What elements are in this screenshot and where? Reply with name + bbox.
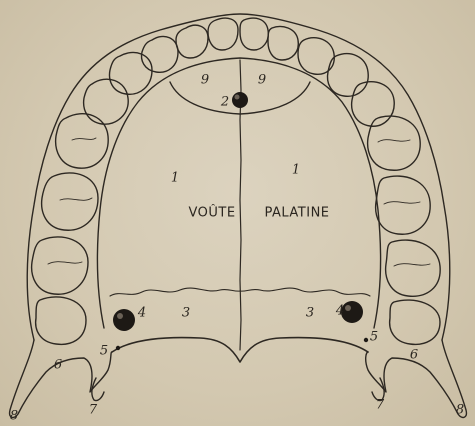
tooth-molar2-left [42,173,98,230]
tooth-premolar2-right [352,82,395,127]
label-1-right: 1 [292,164,300,177]
tooth-central-incisor-left [208,18,238,50]
label-1-left: 1 [171,172,179,185]
label-8-left: 8 [10,410,18,423]
molar-groove-left [48,138,96,264]
label-6-right: 6 [410,349,418,362]
tooth-molar4-right [390,300,440,344]
tooth-premolar1-left [110,52,152,94]
label-9-right: 9 [258,74,266,87]
label-5-left: 5 [100,345,108,358]
tooth-canine-left [142,36,178,72]
label-8-right: 8 [456,404,464,417]
label-4-right: 4 [336,305,344,318]
label-9-left: 9 [201,74,209,87]
caption-right-word: PALATINE [264,206,329,221]
greater-palatine-foramen-left [113,309,135,331]
label-3-right: 3 [306,307,314,320]
greater-palatine-foramen-right [341,301,363,323]
label-6-left: 6 [54,359,62,372]
incisive-foramen [232,92,248,108]
tooth-molar1-left [56,114,109,168]
tooth-molar1-right [368,116,421,170]
label-2: 2 [221,96,229,109]
tooth-molar3-right [386,240,441,296]
tooth-premolar2-left [84,79,129,124]
label-3-left: 3 [182,307,190,320]
tooth-molar2-right [376,176,431,234]
tooth-molar3-left [32,237,88,294]
left-hamulus [92,378,104,401]
caption-left-word: VOÛTE [188,206,235,221]
label-4-left: 4 [138,307,146,320]
label-7-left: 7 [89,404,97,417]
lesser-palatine-foramen-right [364,338,368,342]
label-5-right: 5 [370,331,378,344]
molar-groove-right [378,140,430,266]
lesser-palatine-foramen-left [116,346,120,350]
tooth-central-incisor-right [240,18,268,50]
label-7-right: 7 [376,399,384,412]
tooth-lateral-incisor-left [176,25,208,58]
tooth-molar4-left [36,297,86,344]
tooth-lateral-incisor-right [268,27,298,61]
